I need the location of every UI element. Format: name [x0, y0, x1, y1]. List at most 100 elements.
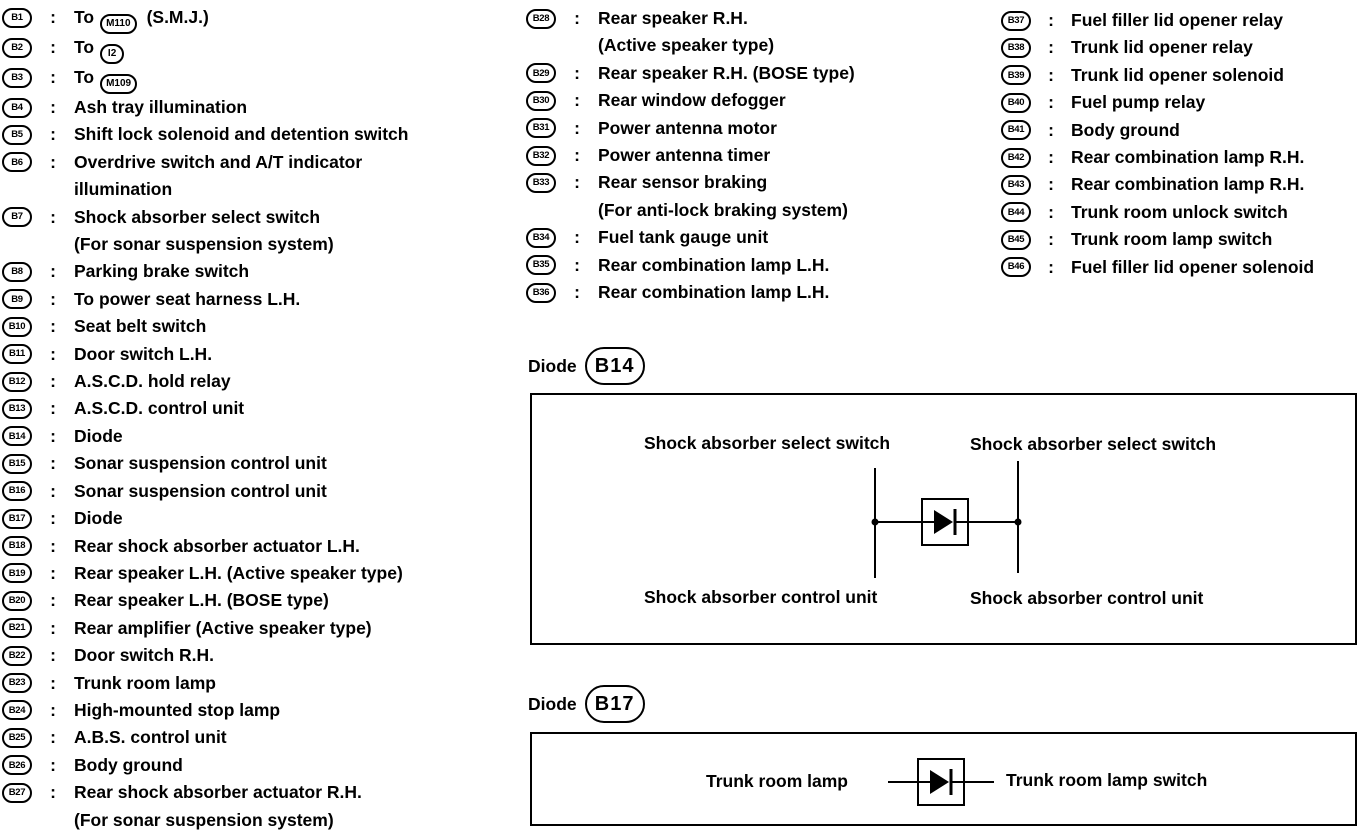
connector-description-line: A.S.C.D. hold relay: [74, 371, 231, 392]
connector-code-badge: B40: [1001, 92, 1031, 113]
separator-colon: :: [50, 754, 56, 775]
connector-entry: B44:Trunk room unlock switch: [1001, 199, 1314, 226]
connector-description-line: A.B.S. control unit: [74, 727, 227, 748]
connector-description-line: Door switch L.H.: [74, 343, 213, 364]
diode-b14-bottom-right-label: Shock absorber control unit: [970, 588, 1204, 608]
connector-code-badge: B7: [2, 207, 32, 228]
connector-code-badge: B21: [2, 618, 32, 639]
connector-code-badge: B27: [2, 782, 32, 803]
diode-b14-title: Diode: [528, 355, 577, 376]
connector-code-badge: B2: [2, 37, 32, 58]
connector-code-badge: B22: [2, 645, 32, 666]
connector-code-badge: B23: [2, 673, 32, 694]
connector-entry: B10:Seat belt switch: [2, 313, 408, 340]
connector-description: Rear combination lamp R.H.: [1071, 144, 1304, 171]
separator-colon: :: [1048, 147, 1054, 168]
connector-entry: B26:Body ground: [2, 752, 408, 779]
separator-colon: :: [574, 254, 580, 275]
connector-description: Trunk lid opener solenoid: [1071, 62, 1284, 89]
connector-code-badge: B29: [526, 63, 556, 84]
separator-colon: :: [50, 261, 56, 282]
connector-description: To power seat harness L.H.: [74, 286, 300, 313]
connector-description-line: illumination: [74, 179, 173, 200]
connector-description: Rear combination lamp L.H.: [598, 252, 829, 279]
connector-description-line: Overdrive switch and A/T indicator: [74, 151, 363, 172]
connector-description-line: Power antenna timer: [598, 145, 771, 166]
connector-code-badge: B8: [2, 261, 32, 282]
connector-description: Rear combination lamp L.H.: [598, 279, 829, 306]
connector-entry: B22:Door switch R.H.: [2, 642, 408, 669]
connector-description: A.B.S. control unit: [74, 724, 227, 751]
connector-entry: B16:Sonar suspension control unit: [2, 478, 408, 505]
separator-colon: :: [50, 151, 56, 172]
connector-description-line: Rear sensor braking: [598, 172, 768, 193]
diode-b14-symbol: [871, 461, 1022, 578]
separator-colon: :: [50, 288, 56, 309]
connector-description: Door switch L.H.: [74, 341, 212, 368]
connector-entry: B25: A.B.S. control unit: [2, 724, 408, 751]
connector-entry: B36: Rear combination lamp L.H.: [526, 279, 855, 306]
connector-code-badge: B43: [1001, 174, 1031, 195]
connector-description-text: To: [74, 37, 95, 57]
connector-entry: B37:Fuel filler lid opener relay: [1001, 7, 1314, 34]
connector-code-badge: B46: [1001, 257, 1031, 278]
connector-code-badge: B20: [2, 590, 32, 611]
connector-description-line: Trunk lid opener solenoid: [1071, 64, 1284, 85]
separator-colon: :: [50, 425, 56, 446]
separator-colon: :: [1048, 92, 1054, 113]
connector-entry: B43:Rear combination lamp R.H.: [1001, 171, 1314, 198]
separator-colon: :: [50, 699, 56, 720]
connector-code-badge: B13: [2, 398, 32, 419]
separator-colon: :: [50, 7, 56, 27]
connector-description-line: Trunk room unlock switch: [1071, 201, 1288, 222]
connector-description-line: Rear shock absorber actuator L.H.: [74, 535, 360, 556]
connector-entry: B13:A.S.C.D. control unit: [2, 395, 408, 422]
connector-code-badge: B10: [2, 316, 32, 337]
connector-description: Diode: [74, 423, 123, 450]
separator-colon: :: [574, 90, 580, 111]
connector-code-badge: B12: [2, 371, 32, 392]
connector-code-badge: B37: [1001, 10, 1031, 31]
connector-description-line: Body ground: [1071, 119, 1180, 140]
connector-description-line: Sonar suspension control unit: [74, 480, 327, 501]
connector-code-badge: B17: [2, 508, 32, 529]
separator-colon: :: [1048, 119, 1054, 140]
connector-code-badge: B25: [2, 727, 32, 748]
separator-colon: :: [50, 727, 56, 748]
connector-code-badge: B42: [1001, 147, 1031, 168]
connector-description-line: Rear combination lamp L.H.: [598, 282, 830, 303]
separator-colon: :: [50, 124, 56, 145]
separator-colon: :: [50, 453, 56, 474]
connector-description-line: (For sonar suspension system): [74, 809, 334, 830]
connector-description: Shift lock solenoid and detention switch: [74, 121, 408, 148]
connector-entry: B40: Fuel pump relay: [1001, 89, 1314, 116]
separator-colon: :: [50, 590, 56, 611]
connector-entry: B39:Trunk lid opener solenoid: [1001, 62, 1314, 89]
connector-description-line: Rear window defogger: [598, 90, 786, 111]
connector-description-line: Trunk room lamp switch: [1071, 229, 1273, 250]
connector-entry: B41:Body ground: [1001, 117, 1314, 144]
connector-description-line: Parking brake switch: [74, 261, 250, 282]
connector-description-line: Rear combination lamp R.H.: [1071, 174, 1305, 195]
connector-code-badge: B28: [526, 8, 556, 29]
connector-description: Seat belt switch: [74, 313, 206, 340]
connector-code-badge: B36: [526, 282, 556, 303]
diode-b14-code-badge: B14: [584, 347, 645, 385]
separator-colon: :: [50, 508, 56, 529]
connector-description: Fuel pump relay: [1071, 89, 1205, 116]
connector-description-line: Rear amplifier (Active speaker type): [74, 617, 372, 638]
separator-colon: :: [50, 37, 56, 57]
diode-b14-top-left-label: Shock absorber select switch: [644, 433, 891, 453]
connector-description-line: Trunk room lamp: [74, 672, 216, 693]
connector-code-badge: B30: [526, 90, 556, 111]
connector-entry: B5:Shift lock solenoid and detention swi…: [2, 121, 408, 148]
connector-description: Fuel filler lid opener solenoid: [1071, 254, 1314, 281]
connector-description-text: To: [74, 7, 95, 27]
connector-description-line: Rear combination lamp R.H.: [1071, 147, 1305, 168]
separator-colon: :: [574, 282, 580, 303]
connector-entry: B23:Trunk room lamp: [2, 670, 408, 697]
connector-description-line: Rear shock absorber actuator R.H.: [74, 782, 362, 803]
